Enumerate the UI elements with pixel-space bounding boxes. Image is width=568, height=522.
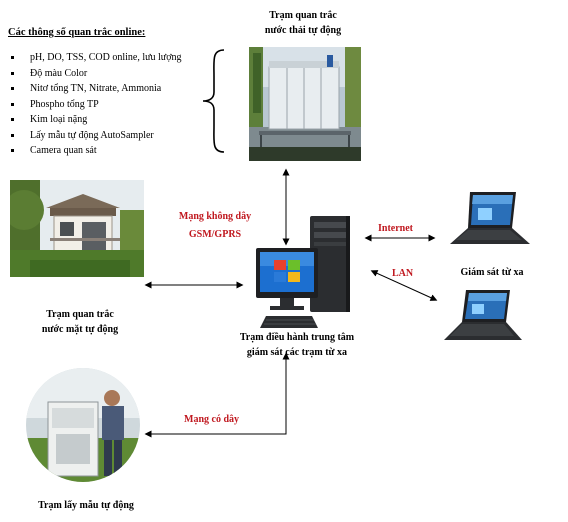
- parameter-item: Camera quan sát: [8, 143, 182, 159]
- wastewater-station-photo: [249, 47, 361, 161]
- wastewater-station-line2: nước thải tự động: [264, 25, 342, 36]
- sampler-station-caption: Trạm lấy mẫu tự động: [38, 500, 134, 511]
- laptop-icon: [450, 192, 530, 244]
- wireless-link-line2: GSM/GPRS: [188, 229, 242, 240]
- central-station-line2: giám sát các trạm từ xa: [246, 347, 348, 358]
- wastewater-station-caption: Trạm quan trắc nước thải tự động: [248, 8, 358, 38]
- central-station-caption: Trạm điều hành trung tâm giám sát các tr…: [212, 330, 382, 360]
- parameter-item: Độ màu Color: [8, 66, 182, 82]
- wastewater-station-line1: Trạm quan trắc: [269, 10, 337, 21]
- central-station-line1: Trạm điều hành trung tâm: [239, 332, 355, 343]
- surface-station-caption: Trạm quan trắc nước mặt tự động: [20, 307, 140, 337]
- brace-icon: [202, 49, 225, 153]
- parameter-item: Kim loại nặng: [8, 112, 182, 128]
- parameter-item: pH, DO, TSS, COD online, lưu lượng: [8, 50, 182, 66]
- parameter-item: Phospho tổng TP: [8, 97, 182, 113]
- wireless-link-line1: Mạng không dây: [178, 211, 252, 222]
- parameter-item: Lấy mẫu tự động AutoSampler: [8, 128, 182, 144]
- surface-station-photo: [10, 180, 144, 277]
- remote-monitoring-caption: Giám sát từ xa: [460, 267, 524, 278]
- lan-link-label: LAN: [392, 268, 414, 279]
- parameters-title: Các thông số quan trắc online:: [8, 27, 146, 38]
- parameters-list: pH, DO, TSS, COD online, lưu lượng Độ mà…: [8, 50, 182, 159]
- internet-link-label: Internet: [378, 223, 413, 234]
- parameter-item: Nitơ tổng TN, Nitrate, Ammonia: [8, 81, 182, 97]
- wireless-link-label: Mạng không dây GSM/GPRS: [170, 208, 260, 244]
- wired-link-label: Mạng có dây: [184, 414, 239, 425]
- sampler-station-photo: [26, 368, 140, 482]
- surface-station-line1: Trạm quan trắc: [46, 309, 114, 320]
- laptop-icon: [444, 290, 522, 340]
- surface-station-line2: nước mặt tự động: [41, 324, 119, 335]
- central-computer-icon: [256, 216, 350, 328]
